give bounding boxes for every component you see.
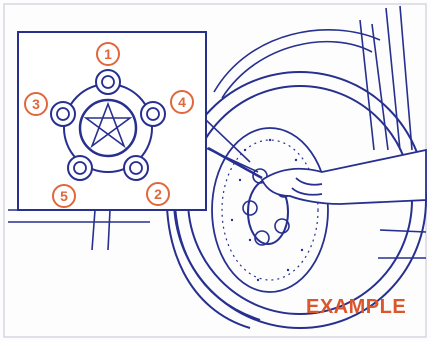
example-caption: EXAMPLE: [306, 296, 406, 319]
lug-order-3: 3: [24, 92, 48, 116]
lug-order-2: 2: [146, 182, 170, 206]
lug-order-4: 4: [170, 90, 194, 114]
lug-order-1: 1: [96, 42, 120, 66]
hand-with-wrench: [208, 148, 426, 204]
lug-order-5: 5: [52, 184, 76, 208]
